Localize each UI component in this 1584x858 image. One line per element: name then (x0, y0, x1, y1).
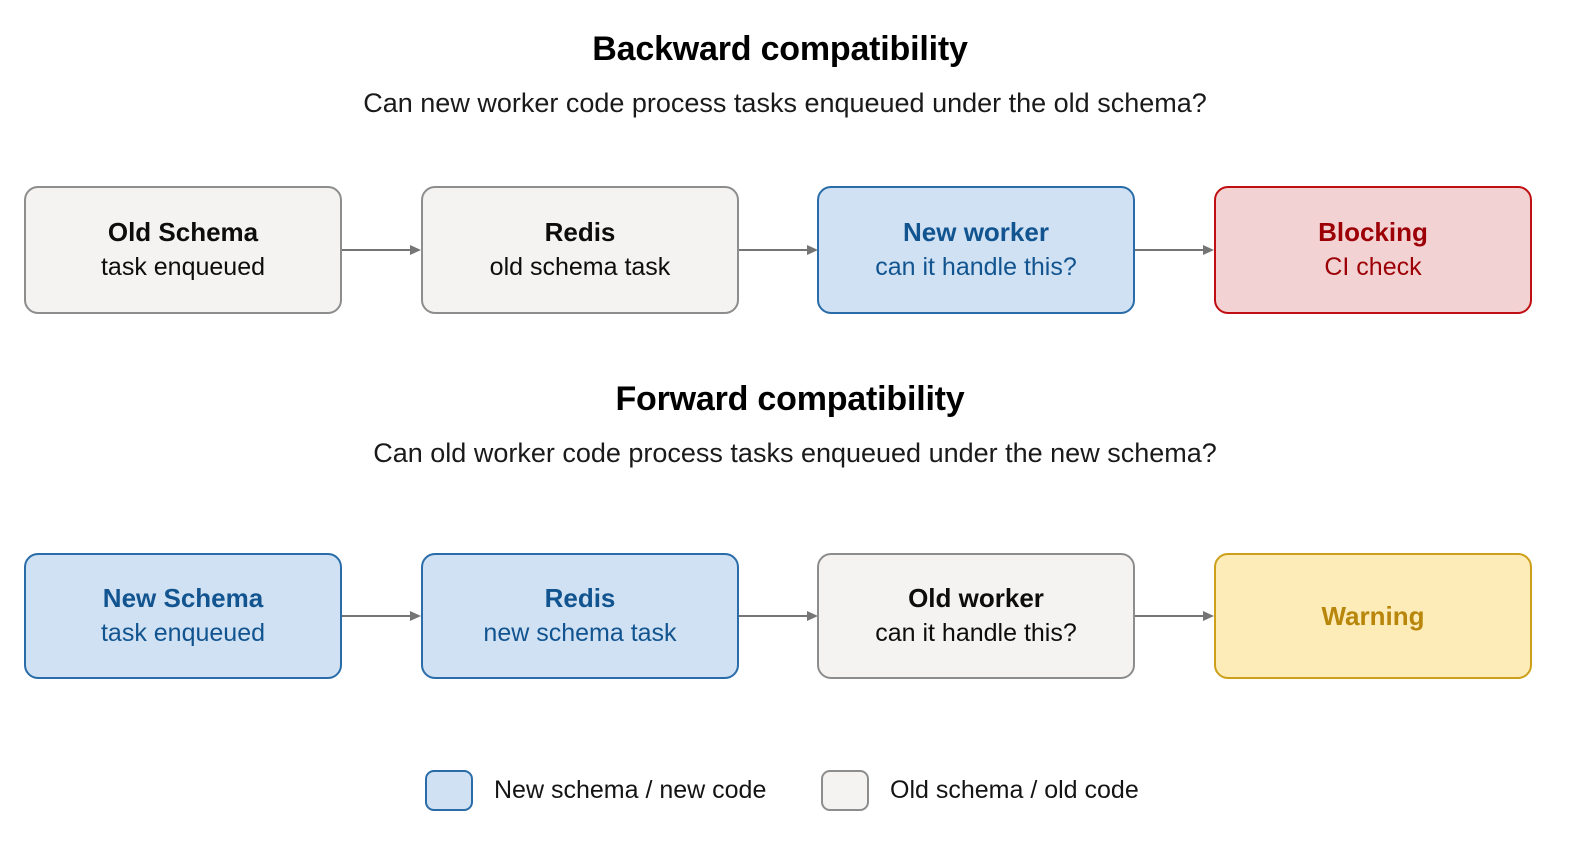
legend-swatch-neutral (821, 770, 869, 811)
arrow-shaft (342, 615, 410, 617)
node-subtitle: CI check (1324, 253, 1422, 282)
arrow-head-icon (807, 611, 818, 621)
arrow-head-icon (1203, 245, 1214, 255)
arrow-shaft (1135, 615, 1203, 617)
node-title: Blocking (1318, 217, 1428, 248)
node-new-schema[interactable]: New Schema task enqueued (24, 553, 342, 679)
node-redis-old[interactable]: Redis old schema task (421, 186, 739, 314)
legend-swatch-blue (425, 770, 473, 811)
node-title: Redis (544, 217, 616, 248)
section-subtitle-backward: Can new worker code process tasks enqueu… (363, 88, 1207, 118)
node-title: Old worker (908, 583, 1044, 614)
node-subtitle: new schema task (483, 619, 677, 648)
arrow-old-worker-to-warning (1135, 610, 1214, 622)
node-title: New worker (903, 217, 1049, 248)
section-subtitle-forward: Can old worker code process tasks enqueu… (373, 438, 1217, 468)
section-title-forward: Forward compatibility (615, 380, 965, 418)
node-subtitle: can it handle this? (875, 619, 1077, 648)
arrow-head-icon (807, 245, 818, 255)
arrow-old-schema-to-redis (342, 244, 421, 256)
node-title: New Schema (102, 583, 264, 614)
arrow-redis-to-old-worker (739, 610, 818, 622)
legend-item-new-schema: New schema / new code (425, 770, 766, 811)
node-new-worker[interactable]: New worker can it handle this? (817, 186, 1135, 314)
arrow-shaft (739, 615, 807, 617)
node-title: Redis (544, 583, 616, 614)
arrow-head-icon (410, 245, 421, 255)
node-subtitle: task enqueued (100, 253, 266, 282)
node-old-schema[interactable]: Old Schema task enqueued (24, 186, 342, 314)
node-subtitle: old schema task (489, 253, 671, 282)
node-subtitle: can it handle this? (875, 253, 1077, 282)
legend-label: Old schema / old code (890, 776, 1139, 804)
node-warning[interactable]: Warning (1214, 553, 1532, 679)
legend-label: New schema / new code (494, 776, 767, 804)
arrow-new-worker-to-blocking (1135, 244, 1214, 256)
node-title: Warning (1321, 600, 1425, 631)
legend-item-old-schema: Old schema / old code (821, 770, 1139, 811)
arrow-head-icon (1203, 611, 1214, 621)
node-old-worker[interactable]: Old worker can it handle this? (817, 553, 1135, 679)
arrow-new-schema-to-redis (342, 610, 421, 622)
section-title-backward: Backward compatibility (592, 30, 968, 68)
node-title: Old Schema (107, 217, 259, 248)
arrow-shaft (1135, 249, 1203, 251)
node-blocking-ci-check[interactable]: Blocking CI check (1214, 186, 1532, 314)
node-subtitle: task enqueued (100, 619, 266, 648)
arrow-shaft (342, 249, 410, 251)
arrow-redis-to-new-worker (739, 244, 818, 256)
node-redis-new[interactable]: Redis new schema task (421, 553, 739, 679)
arrow-shaft (739, 249, 807, 251)
arrow-head-icon (410, 611, 421, 621)
